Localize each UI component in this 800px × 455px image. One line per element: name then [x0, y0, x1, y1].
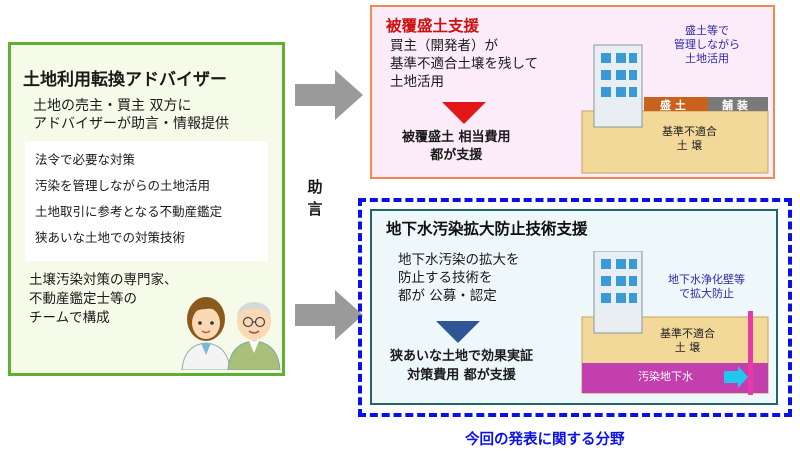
groundwater-support-text: 狭あいな土地で効果実証 対策費用 都が支援 [390, 347, 533, 385]
advisors-illustration [181, 297, 281, 370]
contaminated-soil [581, 110, 769, 174]
groundwater-note: 地下水浄化壁等 で拡大防止 [668, 273, 745, 301]
advice-char: 助 [307, 178, 323, 196]
soil-label-line: 土 壌 [674, 341, 701, 354]
man-advisor-icon [227, 302, 281, 370]
soil-label-line: 土 壌 [676, 139, 703, 152]
soil-label: 基準不適合 土 壌 [660, 327, 715, 355]
flow-arrow-icon [724, 366, 748, 388]
note-line: 土地活用 [685, 52, 729, 65]
advice-label: 助 言 [305, 176, 325, 220]
advisor-desc-line: 土地の売主・買主 双方に [33, 98, 192, 114]
groundwater-description: 地下水汚染の拡大を 防止する技術を 都が 公募・認定 [398, 251, 520, 305]
advice-topics-list: 法令で必要な対策 汚染を管理しながらの土地活用 土地取引に参考となる不動産鑑定 … [25, 141, 268, 261]
list-item: 狭あいな土地での対策技術 [35, 230, 186, 245]
soil-label-line: 基準不適合 [660, 327, 715, 340]
paving-label: 舗 装 [722, 99, 748, 112]
list-item: 汚染を管理しながらの土地活用 [35, 178, 211, 193]
team-line: 不動産鑑定士等の [29, 291, 137, 307]
groundwater-support-panel: 地下水汚染拡大防止技術支援 地下水汚染の拡大を 防止する技術を 都が 公募・認定… [370, 209, 778, 405]
cost-line: 都が支援 [430, 148, 483, 163]
purification-wall [748, 311, 753, 395]
advisor-panel: 土地利用転換アドバイザー 土地の売主・買主 双方に アドバイザーが助言・情報提供… [8, 42, 285, 376]
team-description: 土壌汚染対策の専門家、 不動産鑑定士等の チームで構成 [29, 271, 178, 328]
right-arrow-icon [295, 70, 363, 120]
note-line: 盛土等で [685, 24, 729, 37]
cover-fill-description: 買主（開発者）が 基準不適合土壌を残して 土地活用 [390, 37, 538, 91]
soil-label-line: 基準不適合 [662, 125, 717, 138]
cover-fill-title: 被覆盛土支援 [386, 17, 480, 35]
note-line: で拡大防止 [679, 287, 734, 300]
list-item: 土地取引に参考となる不動産鑑定 [35, 204, 223, 219]
team-line: チームで構成 [29, 310, 110, 326]
groundwater-title: 地下水汚染拡大防止技術支援 [386, 220, 588, 238]
fill-layer [644, 97, 708, 111]
cover-fill-note: 盛土等で 管理しながら 土地活用 [674, 24, 740, 66]
down-triangle-icon [436, 321, 480, 343]
cost-support-text: 被覆盛土 相当費用 都が支援 [402, 129, 511, 165]
desc-line: 防止する技術を [398, 270, 493, 286]
desc-line: 土地活用 [390, 74, 444, 90]
advice-char: 言 [307, 200, 323, 218]
building-icon [593, 251, 643, 334]
groundwater-label: 汚染地下水 [638, 370, 693, 383]
soil-label: 基準不適合 土 壌 [662, 125, 717, 153]
list-item: 法令で必要な対策 [35, 152, 136, 167]
advisor-description: 土地の売主・買主 双方に アドバイザーが助言・情報提供 [33, 97, 229, 133]
groundwater-illustration [581, 251, 769, 395]
advisor-title: 土地利用転換アドバイザー [23, 70, 227, 90]
desc-line: 買主（開発者）が [390, 38, 498, 54]
desc-line: 都が 公募・認定 [398, 288, 497, 304]
building-icon [593, 44, 643, 128]
highlight-dashed-frame [358, 198, 792, 417]
fill-label: 盛 土 [660, 99, 686, 112]
cover-fill-support-panel: 被覆盛土支援 買主（開発者）が 基準不適合土壌を残して 土地活用 被覆盛土 相当… [370, 5, 775, 179]
support-line: 対策費用 都が支援 [407, 368, 516, 383]
right-arrow-icon [295, 290, 363, 340]
cover-fill-illustration [581, 44, 769, 174]
caption: 今回の発表に関する分野 [465, 432, 625, 448]
paving-layer [708, 97, 768, 111]
desc-line: 基準不適合土壌を残して [390, 56, 539, 72]
note-line: 地下水浄化壁等 [668, 273, 745, 286]
team-line: 土壌汚染対策の専門家、 [29, 272, 178, 288]
support-line: 狭あいな土地で効果実証 [390, 349, 534, 364]
note-line: 管理しながら [674, 38, 740, 51]
down-triangle-icon [442, 102, 486, 124]
advisor-desc-line: アドバイザーが助言・情報提供 [33, 116, 229, 132]
cost-line: 被覆盛土 相当費用 [402, 130, 511, 145]
desc-line: 地下水汚染の拡大を [398, 252, 520, 268]
woman-advisor-icon [181, 297, 231, 370]
